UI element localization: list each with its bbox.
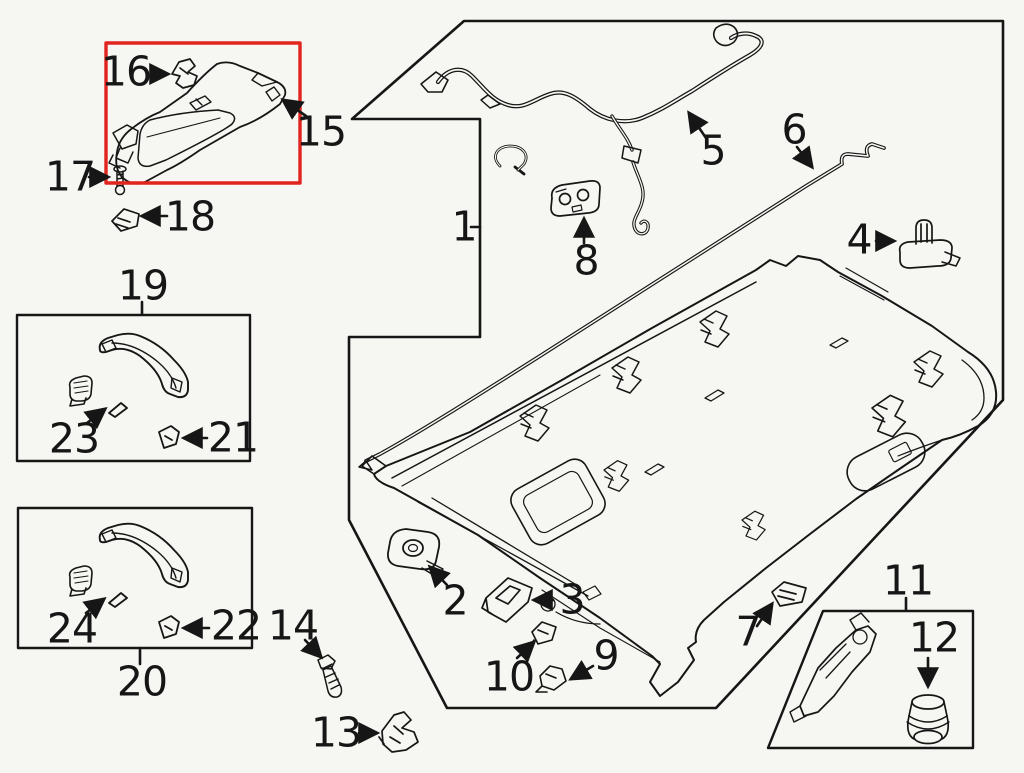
part-label-8[interactable]: 8 — [573, 236, 599, 285]
part-label-7[interactable]: 7 — [735, 607, 761, 656]
part-label-11[interactable]: 11 — [882, 556, 934, 605]
part-label-15[interactable]: 15 — [295, 107, 347, 156]
part-label-9[interactable]: 9 — [593, 631, 619, 680]
visor-clip-drawing — [171, 58, 198, 89]
part-label-13[interactable]: 13 — [310, 708, 362, 757]
leader-arrows — [82, 62, 940, 745]
part-label-24[interactable]: 24 — [46, 604, 98, 653]
part-label-17[interactable]: 17 — [44, 152, 96, 201]
part-label-19[interactable]: 19 — [117, 261, 169, 310]
map-lamp-drawing — [550, 180, 601, 217]
headliner-panel-drawing — [361, 255, 998, 697]
bolt-drawing — [317, 654, 343, 698]
grommet-plate-drawing — [387, 528, 444, 577]
part-label-22[interactable]: 22 — [210, 601, 262, 650]
visor-screw-drawing — [113, 165, 127, 196]
clip-9-drawing — [535, 665, 567, 693]
clip-13-drawing — [378, 711, 419, 753]
part-label-10[interactable]: 10 — [483, 652, 535, 701]
wiring-harness-drawing — [420, 23, 762, 236]
part-label-4[interactable]: 4 — [846, 215, 872, 264]
bracket-11-drawing — [789, 612, 877, 723]
part-label-20[interactable]: 20 — [116, 657, 168, 706]
callout-box-19 — [15, 313, 252, 463]
clip-4-drawing — [898, 219, 961, 269]
grommet-12-drawing — [906, 694, 950, 745]
part-label-1[interactable]: 1 — [451, 202, 477, 251]
bracket-3-drawing — [481, 577, 533, 623]
callout-box-20 — [16, 506, 254, 650]
roof-cable-drawing — [358, 142, 886, 471]
part-label-14[interactable]: 14 — [267, 601, 319, 650]
part-label-5[interactable]: 5 — [700, 126, 726, 175]
part-label-12[interactable]: 12 — [908, 613, 960, 662]
callout-box-11 — [766, 609, 975, 750]
part-label-6[interactable]: 6 — [781, 105, 807, 154]
part-label-2[interactable]: 2 — [442, 576, 468, 625]
headliner-outline-region — [347, 19, 1005, 710]
part-label-21[interactable]: 21 — [207, 413, 259, 462]
clip-7-drawing — [771, 581, 807, 607]
part-label-18[interactable]: 18 — [164, 192, 216, 241]
part-label-23[interactable]: 23 — [48, 414, 100, 463]
visor-retainer-drawing — [111, 208, 140, 232]
part-label-16[interactable]: 16 — [100, 47, 152, 96]
part-label-3[interactable]: 3 — [559, 575, 585, 624]
